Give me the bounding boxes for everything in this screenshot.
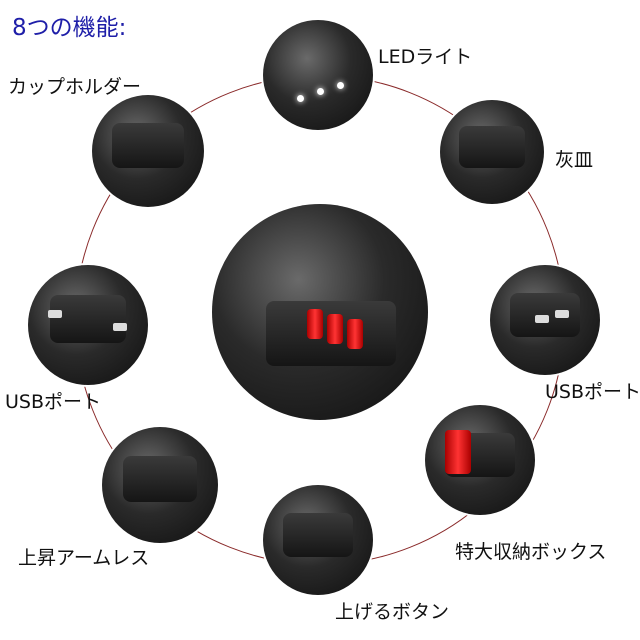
label-storage-box: 特大収納ボックス — [455, 541, 607, 563]
cup-holder-photo — [92, 95, 204, 207]
led-light-photo — [263, 20, 373, 130]
label-ashtray: 灰皿 — [555, 149, 594, 171]
label-cup-holder: カップホルダー — [8, 76, 142, 98]
label-led-light: LEDライト — [378, 46, 473, 68]
lift-button-photo — [263, 485, 373, 595]
center-product-photo — [212, 204, 428, 420]
label-armrest: 上昇アームレス — [18, 547, 150, 569]
usb-port-right-photo — [490, 265, 600, 375]
label-lift-button: 上げるボタン — [335, 601, 450, 623]
ashtray-photo — [440, 100, 544, 204]
label-usb-port-left: USBポート — [5, 391, 102, 413]
label-usb-port-right: USBポート — [545, 381, 640, 403]
storage-box-photo — [425, 405, 535, 515]
armrest-photo — [102, 427, 218, 543]
usb-port-left-photo — [28, 265, 148, 385]
features-title: 8つの機能: — [12, 15, 127, 41]
